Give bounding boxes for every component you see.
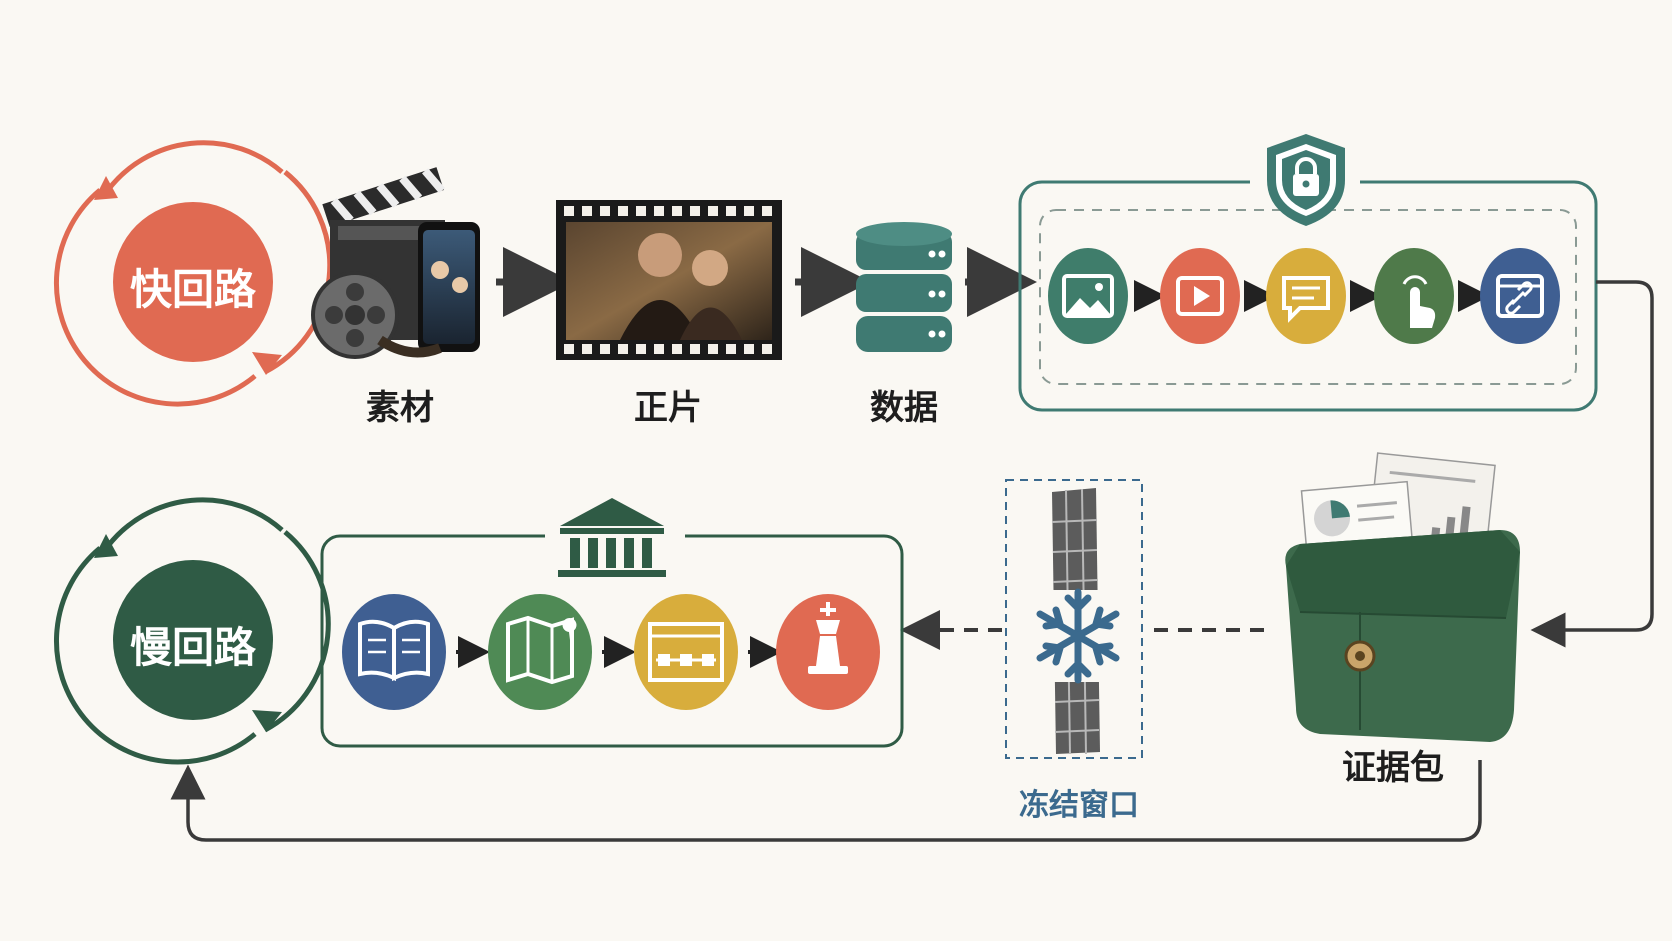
evidence-package-icon	[1285, 452, 1520, 742]
freeze-window-label: 冻结窗口	[1019, 788, 1139, 823]
secure-step-video	[1160, 248, 1240, 344]
secure-step-image	[1048, 248, 1128, 344]
institution-pipeline-frame	[320, 522, 904, 748]
feature-film-label: 正片	[634, 388, 702, 428]
institution-step-map	[488, 594, 592, 710]
material-label: 素材	[366, 388, 434, 428]
freeze-window-icon	[1005, 479, 1143, 759]
connector-arrow	[1530, 280, 1654, 648]
secure-step-link	[1480, 248, 1560, 344]
database-icon	[856, 222, 952, 352]
snowflake-icon	[1036, 588, 1120, 684]
feature-film-icon	[556, 200, 782, 360]
slow-loop-circle	[113, 560, 273, 720]
shield-lock-icon	[1267, 134, 1345, 226]
secure-step-touch	[1374, 248, 1454, 344]
slow-loop	[53, 497, 331, 765]
fast-loop-circle	[113, 202, 273, 362]
institution-icon	[558, 498, 666, 577]
loop-arrow-icon	[94, 176, 118, 200]
return-connector-arrow	[170, 760, 1482, 842]
slow-loop-label: 慢回路	[129, 623, 256, 672]
secure-step-message	[1266, 248, 1346, 344]
loop-arrow-icon	[94, 534, 118, 558]
evidence-package-label: 证据包	[1342, 748, 1444, 788]
institution-step-book	[342, 594, 446, 710]
data-label: 数据	[870, 388, 938, 428]
material-icon	[311, 167, 480, 359]
institution-step-chess	[776, 594, 880, 710]
loop-arrow-icon	[252, 352, 282, 375]
institution-step-timeline	[634, 594, 738, 710]
fast-loop-label: 快回路	[129, 265, 256, 314]
loop-arrow-icon	[252, 710, 282, 732]
fast-loop	[53, 140, 333, 407]
